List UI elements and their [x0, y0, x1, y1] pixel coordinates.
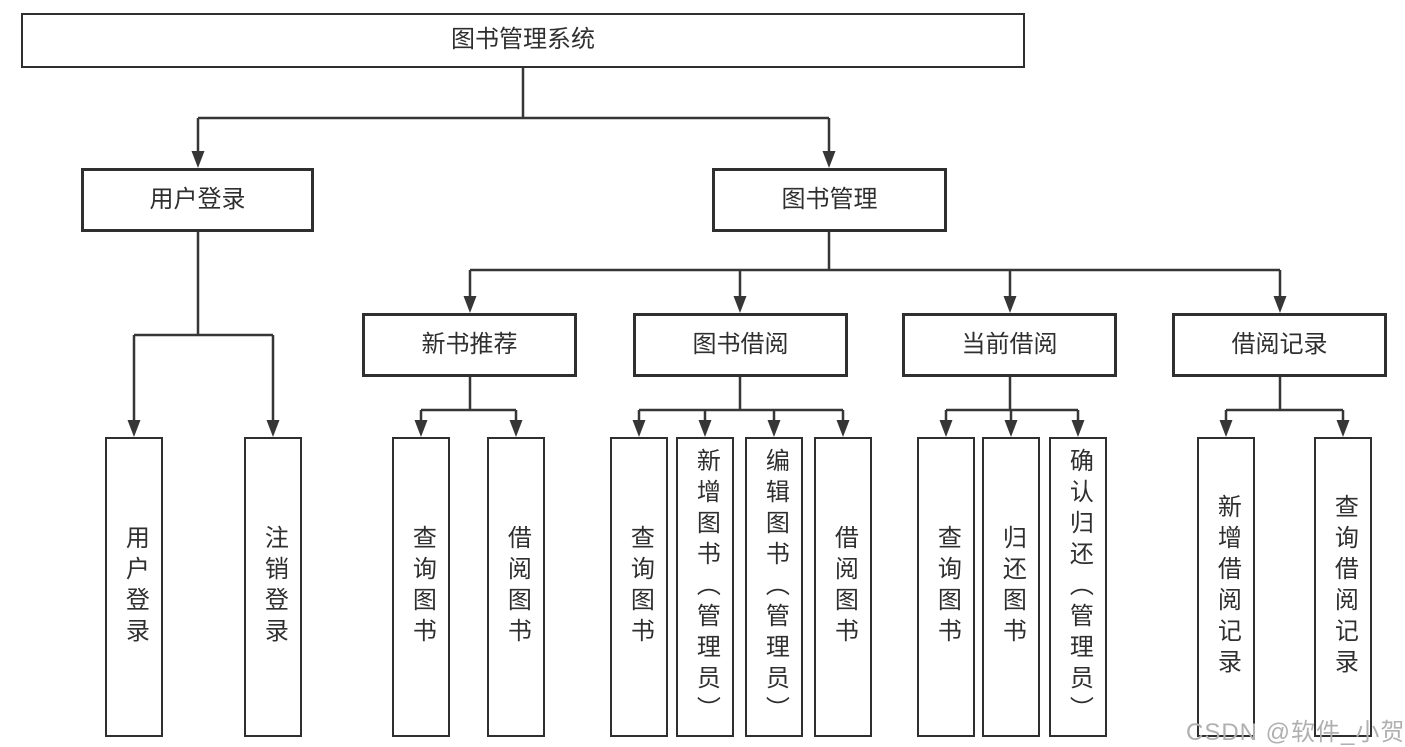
- arrowhead: [509, 420, 523, 437]
- arrowhead: [266, 420, 280, 437]
- node-leaf-borrow-books-recommend: 借阅图书: [487, 437, 545, 737]
- node-book-management: 图书管理: [712, 168, 947, 232]
- node-leaf-query-borrow-record: 查询借阅记录: [1314, 437, 1372, 737]
- node-leaf-query-books-current: 查询图书: [917, 437, 975, 737]
- node-leaf-edit-book-admin: 编辑图书（管理员）: [745, 437, 803, 737]
- arrowhead: [836, 420, 850, 437]
- node-library-system: 图书管理系统: [21, 13, 1025, 68]
- node-borrow-records: 借阅记录: [1172, 313, 1387, 377]
- arrowhead: [191, 151, 205, 168]
- node-leaf-add-book-admin: 新增图书（管理员）: [676, 437, 734, 737]
- arrowhead: [1004, 420, 1018, 437]
- arrowhead: [127, 420, 141, 437]
- node-new-book-recommend: 新书推荐: [362, 313, 577, 377]
- arrowhead: [1336, 420, 1350, 437]
- csdn-watermark: CSDN @软件_小贺同学: [1186, 719, 1405, 746]
- node-leaf-query-books-borrow: 查询图书: [610, 437, 668, 737]
- arrowhead: [1219, 420, 1233, 437]
- node-leaf-return-book: 归还图书: [982, 437, 1040, 737]
- arrowhead: [767, 420, 781, 437]
- arrowhead: [939, 420, 953, 437]
- node-leaf-user-login: 用户登录: [105, 437, 163, 737]
- arrowhead: [463, 296, 477, 313]
- arrowhead: [822, 151, 836, 168]
- arrowhead: [632, 420, 646, 437]
- arrowhead: [414, 420, 428, 437]
- arrowhead: [698, 420, 712, 437]
- node-leaf-logout: 注销登录: [244, 437, 302, 737]
- node-user-login: 用户登录: [81, 168, 314, 232]
- arrowhead: [1273, 296, 1287, 313]
- arrowhead: [1003, 296, 1017, 313]
- node-leaf-confirm-return-admin: 确认归还（管理员）: [1049, 437, 1107, 737]
- arrowhead: [733, 296, 747, 313]
- node-current-borrow: 当前借阅: [902, 313, 1117, 377]
- node-leaf-borrow-books: 借阅图书: [814, 437, 872, 737]
- node-book-borrow: 图书借阅: [633, 313, 848, 377]
- arrowhead: [1071, 420, 1085, 437]
- node-leaf-add-borrow-record: 新增借阅记录: [1197, 437, 1255, 737]
- node-leaf-query-books-recommend: 查询图书: [392, 437, 450, 737]
